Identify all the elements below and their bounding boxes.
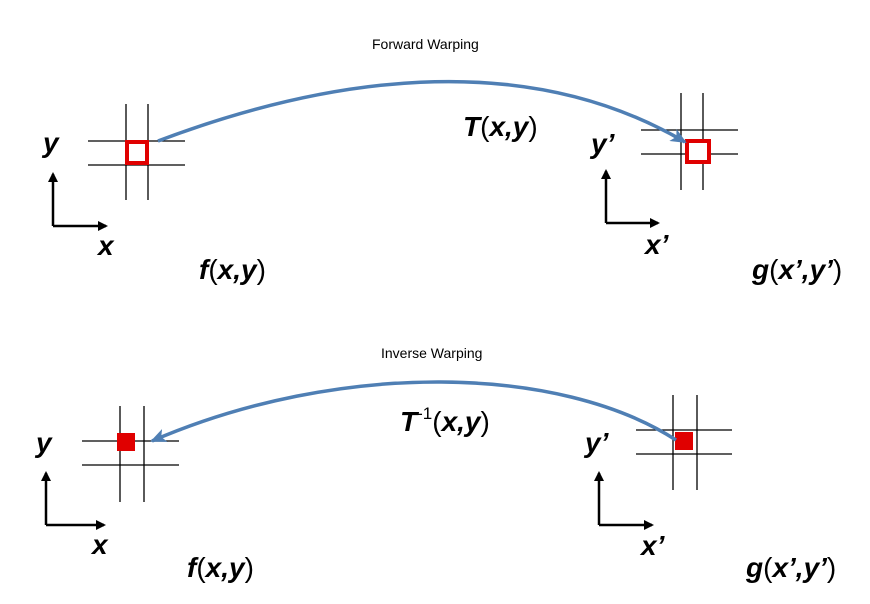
forward-source-function: f(x,y) [199,254,266,285]
inverse-f-args: x,y [205,552,245,583]
inverse-t-sup: -1 [417,404,433,423]
forward-source-x-label: x [98,230,114,261]
forward-dest-y-label: y’ [591,128,615,159]
forward-source-pixel [125,140,149,165]
forward-dest-pixel [685,139,711,164]
forward-source-axes [48,172,108,231]
inverse-g-args: x’,y’ [772,552,827,583]
inverse-source-axes [41,471,106,530]
inverse-source-x-label: x [92,529,108,560]
forward-g-name: g [752,254,770,285]
inverse-dest-x-label: x’ [641,530,665,561]
forward-transform-label: T(x,y) [463,111,538,142]
forward-source-y-label: y [43,127,59,158]
inverse-source-function: f(x,y) [187,552,254,583]
inverse-dest-y-label: y’ [585,427,609,458]
forward-f-name: f [199,254,209,285]
forward-dest-x-label: x’ [645,229,669,260]
forward-t-name: T [463,111,481,142]
forward-g-args: x’,y’ [778,254,833,285]
inverse-dest-pixel [675,432,693,450]
inverse-source-pixel [117,433,135,451]
inverse-title: Inverse Warping [381,345,483,361]
inverse-f-name: f [187,552,197,583]
forward-dest-function: g(x’,y’) [752,254,843,285]
forward-dest-axes [601,169,660,228]
inverse-transform-label: T-1(x,y) [400,404,490,437]
inverse-dest-function: g(x’,y’) [746,552,837,583]
inverse-g-name: g [746,552,764,583]
inverse-dest-axes [594,471,654,530]
inverse-dest-grid [636,395,732,490]
inverse-transform-arrow [150,380,677,443]
inverse-source-grid [82,406,179,502]
inverse-t-name: T [400,406,418,437]
inverse-t-args: x,y [441,406,481,437]
forward-transform-arrow [157,79,687,144]
inverse-source-y-label: y [36,427,52,458]
forward-title: Forward Warping [372,36,479,52]
forward-t-args: x,y [489,111,529,142]
forward-f-args: x,y [217,254,257,285]
